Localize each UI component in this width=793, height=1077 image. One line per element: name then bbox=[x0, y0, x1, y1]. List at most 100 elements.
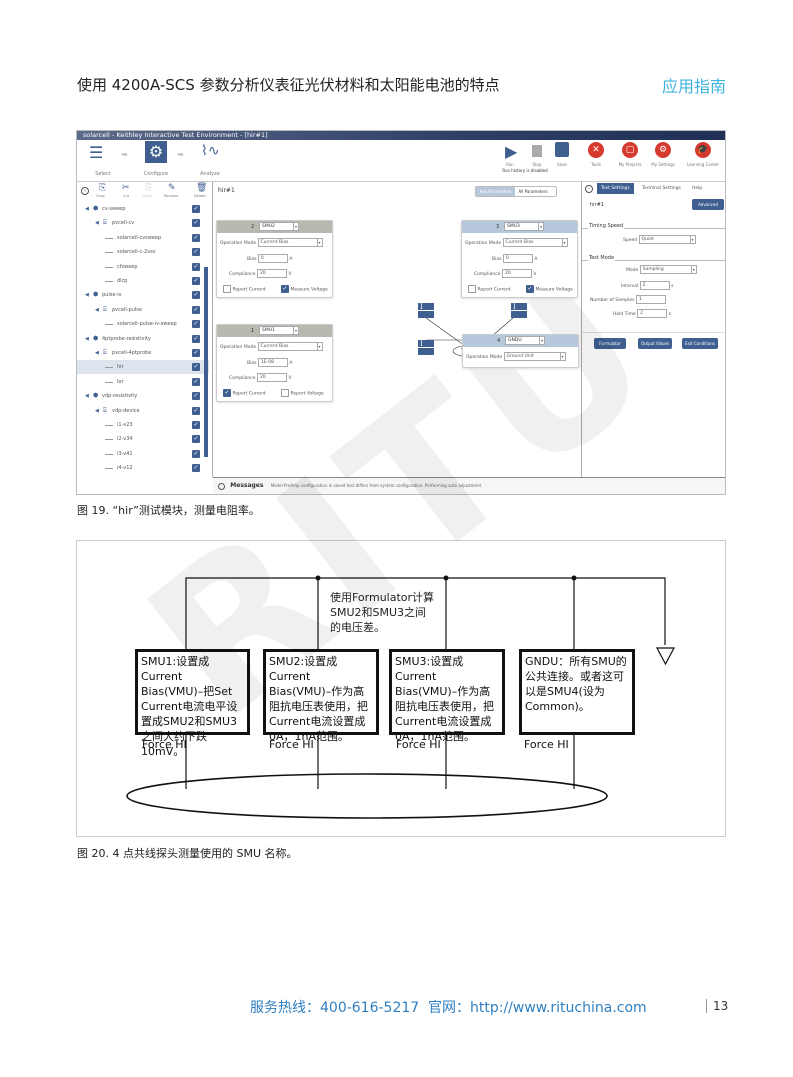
report-current-checkbox[interactable]: ✓ bbox=[223, 389, 231, 397]
run-icon[interactable]: ▶ bbox=[505, 142, 518, 161]
tree-item-checkbox[interactable]: ✓ bbox=[192, 205, 200, 213]
report-current-checkbox[interactable] bbox=[223, 285, 231, 293]
compliance-input[interactable]: 20 bbox=[501, 269, 532, 278]
tree-item-checkbox[interactable]: ✓ bbox=[192, 248, 200, 257]
configure-step[interactable]: Configure bbox=[143, 171, 169, 177]
configure-gear-icon[interactable]: ⚙ bbox=[145, 141, 167, 163]
samples-input[interactable]: 1 bbox=[635, 295, 666, 304]
tree-item[interactable]: ◀⌸pvcell-pulse✓ bbox=[77, 303, 209, 317]
compliance-input[interactable]: 20 bbox=[256, 373, 287, 382]
tree-item-checkbox[interactable]: ✓ bbox=[192, 291, 200, 300]
tree-item-checkbox[interactable]: ✓ bbox=[192, 464, 200, 473]
expand-triangle-icon[interactable]: ◀ bbox=[85, 292, 89, 299]
stop-icon[interactable] bbox=[532, 145, 542, 157]
tree-item-checkbox[interactable]: ✓ bbox=[192, 449, 200, 458]
expand-triangle-icon[interactable]: ◀ bbox=[85, 393, 89, 400]
tree-item-checkbox[interactable]: ✓ bbox=[192, 406, 200, 415]
compliance-input[interactable]: 20 bbox=[256, 269, 287, 278]
expand-triangle-icon[interactable]: ◀ bbox=[95, 407, 99, 414]
tree-item[interactable]: i3-v41✓ bbox=[77, 447, 209, 461]
tree-item-checkbox[interactable]: ✓ bbox=[192, 277, 200, 285]
tab-test-settings[interactable]: Test Settings bbox=[597, 183, 634, 194]
smu2-force-block[interactable]: I bbox=[418, 303, 434, 318]
expand-triangle-icon[interactable]: ◀ bbox=[95, 350, 99, 356]
tree-item-checkbox[interactable]: ✓ bbox=[192, 305, 200, 314]
tree-item[interactable]: ◀⌸vdp-device✓ bbox=[77, 404, 209, 418]
operation-mode-select[interactable]: Current Bias▾ bbox=[257, 342, 323, 351]
expand-triangle-icon[interactable]: ◀ bbox=[85, 335, 89, 342]
cut-icon[interactable]: ✂ bbox=[122, 183, 130, 193]
copy-icon[interactable]: ⎘ bbox=[99, 183, 107, 193]
instrument-select[interactable]: SMU1▾ bbox=[259, 326, 299, 335]
select-step[interactable]: Select bbox=[95, 171, 111, 177]
select-icon[interactable]: ☰ bbox=[89, 143, 104, 162]
all-parameters-tab[interactable]: All Parameters bbox=[518, 189, 548, 194]
delete-button[interactable]: Delete bbox=[194, 194, 206, 198]
tree-item-checkbox[interactable]: ✓ bbox=[192, 320, 200, 329]
tools-icon[interactable]: ✕ bbox=[588, 142, 604, 158]
tree-item[interactable]: solarcell-c-2vsv✓ bbox=[77, 245, 209, 259]
cut-button[interactable]: Cut bbox=[123, 194, 130, 198]
expand-right-icon[interactable]: › bbox=[585, 185, 593, 193]
measure-voltage-checkbox[interactable]: ✓ bbox=[281, 285, 289, 293]
tree-item[interactable]: hir✓ bbox=[77, 360, 209, 375]
bias-input[interactable]: 1E-08 bbox=[257, 358, 288, 367]
messages-label[interactable]: Messages bbox=[230, 482, 264, 489]
analyze-step[interactable]: Analyze bbox=[200, 171, 220, 177]
tree-item-checkbox[interactable]: ✓ bbox=[192, 435, 200, 444]
collapse-icon[interactable]: ‹ bbox=[81, 187, 89, 195]
tree-item-checkbox[interactable]: ✓ bbox=[192, 349, 200, 357]
report-current-checkbox[interactable] bbox=[468, 285, 476, 293]
tree-item-checkbox[interactable]: ✓ bbox=[192, 363, 200, 372]
tree-item-checkbox[interactable]: ✓ bbox=[192, 262, 200, 271]
tree-item[interactable]: i2-v34✓ bbox=[77, 432, 209, 446]
speed-select[interactable]: Quiet▾ bbox=[638, 235, 696, 244]
mode-select[interactable]: Sampling▾ bbox=[639, 265, 697, 274]
operation-mode-select[interactable]: Current Bias▾ bbox=[502, 238, 568, 247]
tree-item-checkbox[interactable]: ✓ bbox=[192, 334, 200, 343]
tree-item[interactable]: lor✓ bbox=[77, 375, 209, 389]
footer-website[interactable]: 官网：http://www.rituchina.com bbox=[428, 1000, 647, 1016]
smu1-force-block[interactable]: I bbox=[418, 340, 434, 355]
tree-item[interactable]: ◀⬢4ptprobe-resistivity✓ bbox=[77, 332, 209, 346]
hold-time-input[interactable]: 2 bbox=[637, 309, 668, 318]
bias-input[interactable]: 0 bbox=[257, 254, 288, 263]
tree-item-checkbox[interactable]: ✓ bbox=[192, 421, 200, 429]
tree-item[interactable]: ◀⬢pulse-iv✓ bbox=[77, 288, 209, 302]
tree-item-checkbox[interactable]: ✓ bbox=[192, 219, 200, 228]
learning-center-icon[interactable]: 🎓 bbox=[695, 142, 711, 158]
tree-item[interactable]: dlcp✓ bbox=[77, 274, 209, 288]
my-settings-icon[interactable]: ⚙ bbox=[655, 142, 671, 158]
tree-item[interactable]: i4-v12✓ bbox=[77, 461, 209, 475]
operation-mode-select[interactable]: Ground Unit▾ bbox=[503, 352, 566, 361]
tree-item[interactable]: ◀⬢vdp-resistivity✓ bbox=[77, 389, 209, 403]
interval-input[interactable]: 2 bbox=[639, 281, 670, 290]
formulator-button[interactable]: Formulator bbox=[594, 338, 626, 349]
smu3-force-block[interactable]: I bbox=[511, 303, 527, 318]
rename-pencil-icon[interactable]: ✎ bbox=[168, 183, 176, 193]
output-values-button[interactable]: Output Values bbox=[638, 338, 672, 349]
tree-item-checkbox[interactable]: ✓ bbox=[192, 233, 200, 242]
tree-item-checkbox[interactable]: ✓ bbox=[192, 392, 200, 401]
tree-item[interactable]: solarcell-cvsweep✓ bbox=[77, 231, 209, 245]
tab-terminal-settings[interactable]: Terminal Settings bbox=[642, 186, 681, 191]
key-parameters-tab[interactable]: Key Parameters bbox=[476, 187, 516, 196]
report-voltage-checkbox[interactable] bbox=[281, 389, 289, 397]
tree-item-checkbox[interactable]: ✓ bbox=[192, 377, 200, 386]
tab-help[interactable]: Help bbox=[692, 186, 703, 191]
delete-trash-icon[interactable]: 🗑 bbox=[196, 183, 208, 193]
tree-item[interactable]: ◀⌸pvcell-cv✓ bbox=[77, 216, 209, 230]
my-projects-icon[interactable]: ▢ bbox=[622, 142, 638, 158]
tree-scrollbar[interactable] bbox=[204, 267, 208, 457]
bias-input[interactable]: 0 bbox=[502, 254, 533, 263]
tree-item[interactable]: cfsweep✓ bbox=[77, 260, 209, 274]
instrument-select[interactable]: GNDU▾ bbox=[505, 336, 545, 345]
tree-item[interactable]: ◀⬢cv-sweep✓ bbox=[77, 202, 209, 216]
rename-button[interactable]: Rename bbox=[164, 194, 179, 198]
expand-triangle-icon[interactable]: ◀ bbox=[85, 206, 89, 212]
analyze-graph-icon[interactable]: ⌇∿ bbox=[201, 143, 220, 159]
operation-mode-select[interactable]: Current Bias▾ bbox=[257, 238, 323, 247]
advanced-button[interactable]: Advanced bbox=[692, 199, 724, 210]
instrument-select[interactable]: SMU2▾ bbox=[259, 222, 299, 231]
tree-item[interactable]: solarcell-pulse-iv-sweep✓ bbox=[77, 317, 209, 331]
